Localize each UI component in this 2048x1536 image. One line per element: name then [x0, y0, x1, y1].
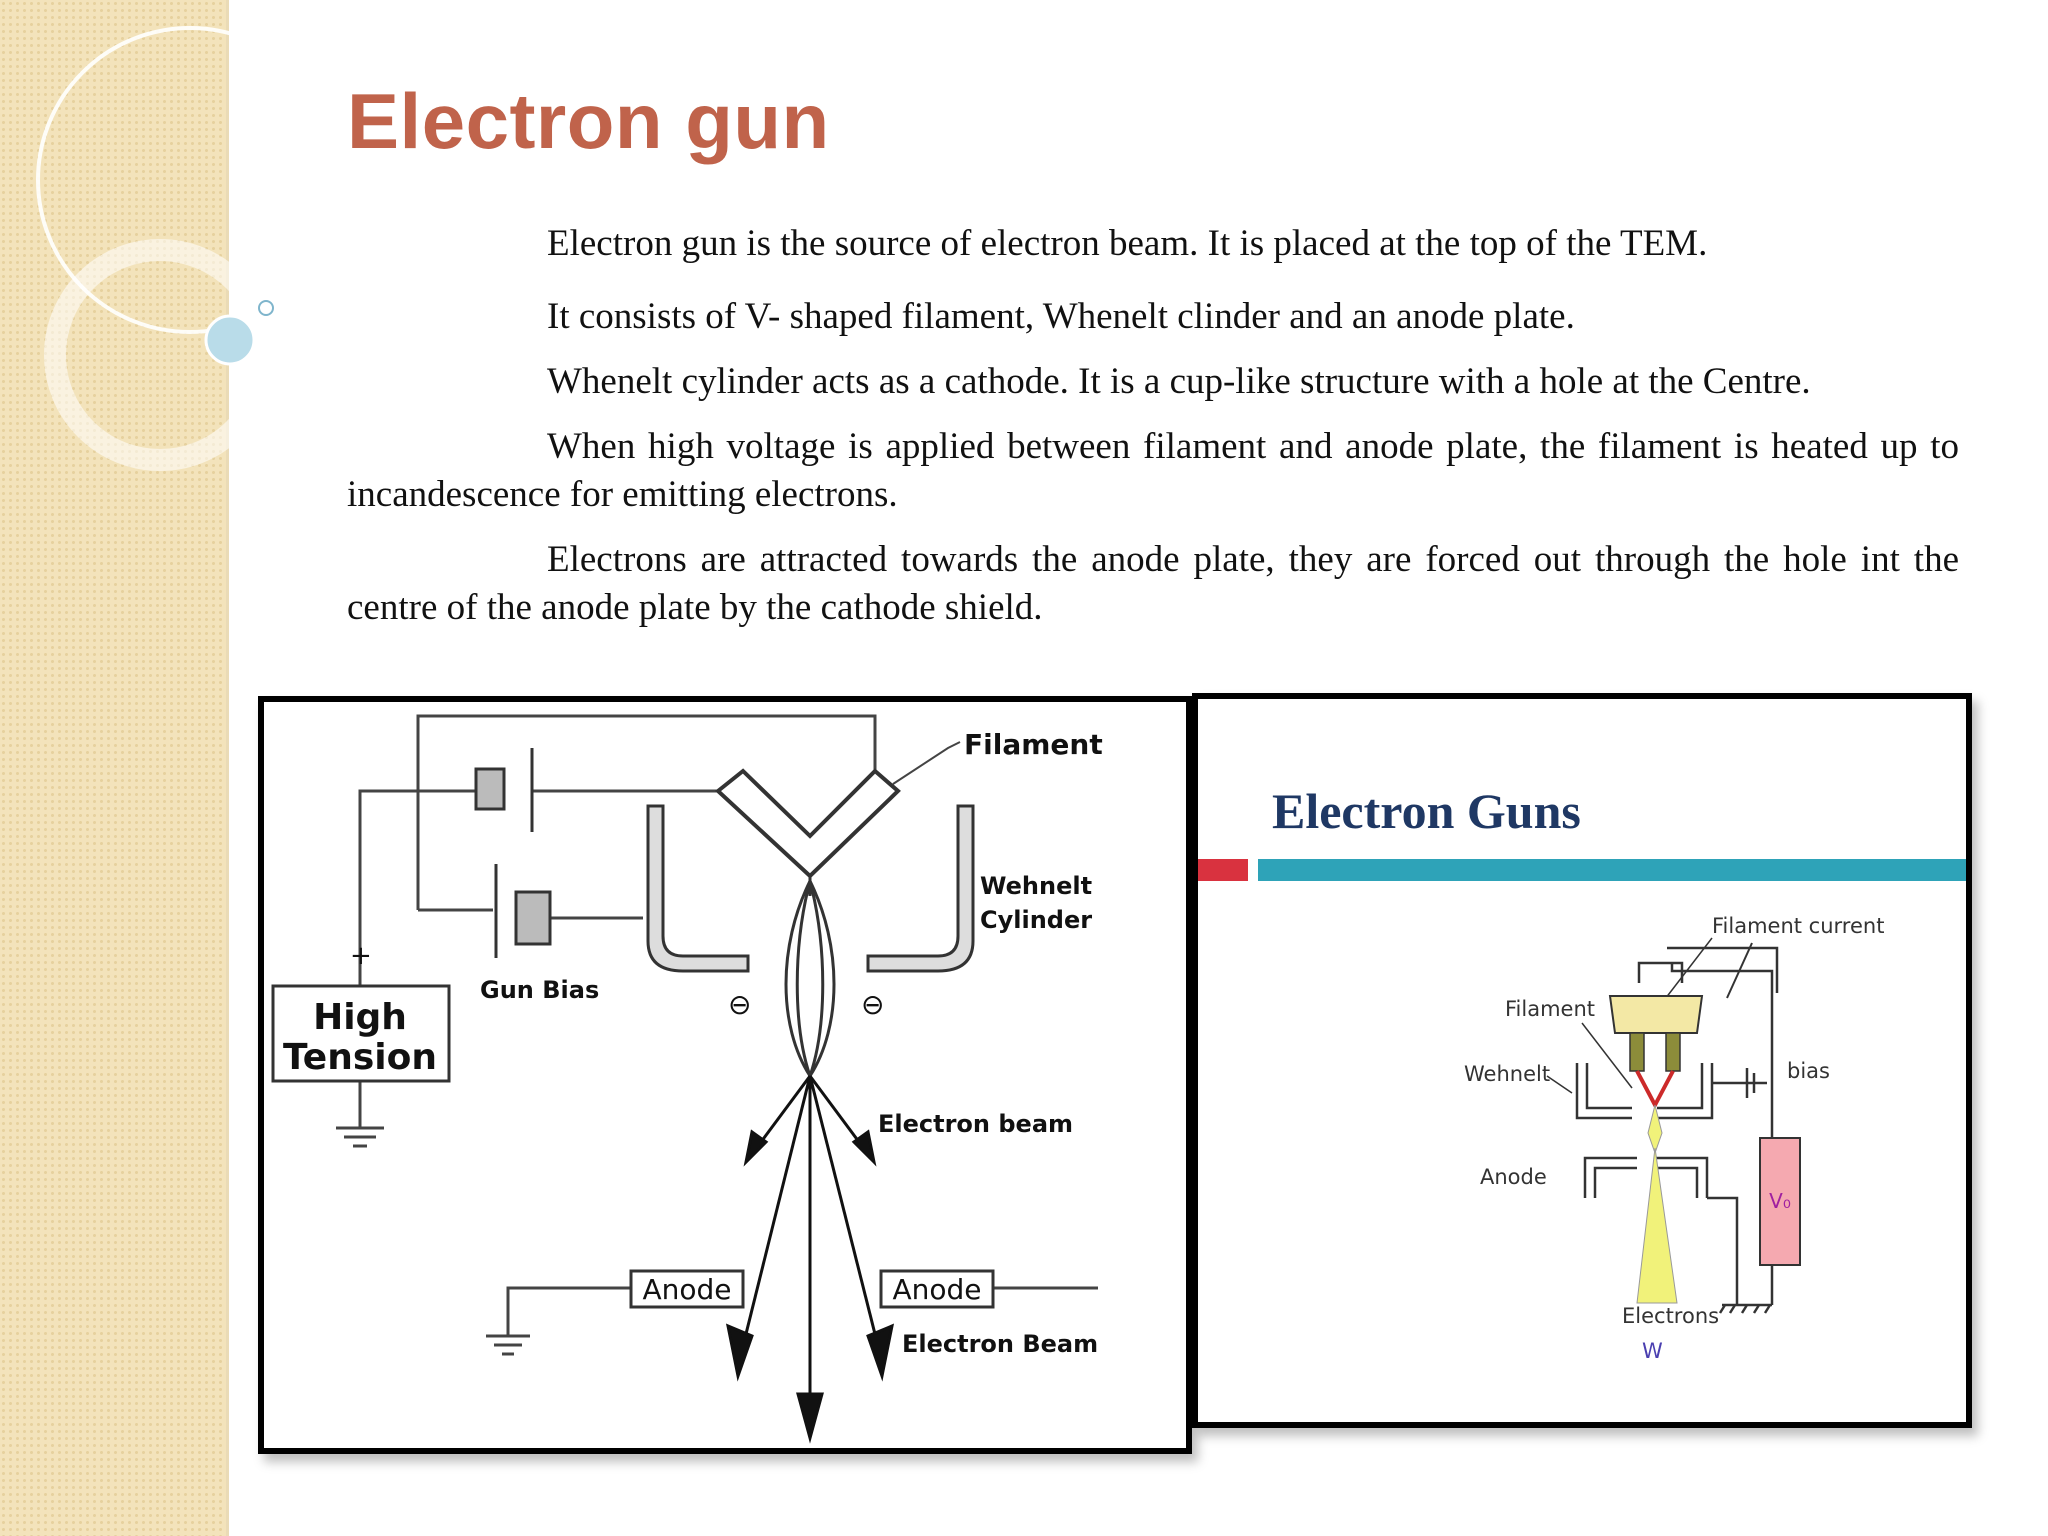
body-text: Electron gun is the source of electron b… — [347, 220, 1959, 632]
wehnelt-right — [1657, 1063, 1714, 1120]
filament-leader-right — [1581, 1022, 1633, 1089]
electron-cone — [1636, 1147, 1678, 1304]
anode-left-label: Anode — [642, 1273, 731, 1306]
anode-label-right: Anode — [1480, 1165, 1547, 1189]
minus-left-symbol: ⊖ — [728, 988, 751, 1021]
filament-label: Filament — [964, 728, 1103, 761]
anode-ground-wire — [506, 1286, 631, 1336]
filament-post-left — [1629, 1032, 1645, 1072]
anode-right-plate — [1654, 1156, 1709, 1198]
high-tension-box — [271, 984, 451, 1083]
right-figure-frame — [1192, 693, 1972, 1428]
bias-capacitor-top — [474, 767, 506, 811]
filament-leader — [892, 741, 961, 785]
bias-label: bias — [1787, 1059, 1830, 1083]
cylinder-label: Cylinder — [980, 906, 1092, 934]
teal-accent-bar — [1258, 859, 1966, 881]
current-loop-wire — [1670, 963, 1774, 1163]
wehnelt-left — [1575, 1063, 1632, 1120]
filament-housing — [1608, 995, 1704, 1034]
v0-supply — [1759, 1137, 1801, 1266]
w-label: W — [1642, 1339, 1663, 1363]
red-accent-bar — [1198, 859, 1248, 881]
wehnelt-label-right: Wehnelt — [1464, 1062, 1550, 1086]
wehnelt-cup-right — [866, 804, 975, 973]
high-tension-lead — [358, 789, 480, 986]
right-electron-guns-diagram: Electron Guns Filament current Filament … — [1192, 693, 1972, 1428]
filament-current-label: Filament current — [1712, 914, 1884, 938]
plus-sign: + — [350, 941, 372, 971]
electron-beam-rays — [725, 1075, 895, 1444]
paragraph-2: It consists of V- shaped filament, Whene… — [547, 296, 1575, 337]
tension-label: Tension — [283, 1037, 437, 1078]
filament-top-wire — [1637, 961, 1684, 983]
slide-title: Electron gun — [347, 77, 830, 165]
v0-label: V₀ — [1769, 1189, 1791, 1213]
anode-right-label: Anode — [892, 1273, 981, 1306]
anode-left-box — [629, 1269, 745, 1309]
blue-bubble — [204, 314, 256, 366]
filament-label-right: Filament — [1505, 997, 1595, 1021]
electron-beam-upper-label: Electron beam — [878, 1110, 1073, 1138]
paragraph-4: When high voltage is applied between fil… — [347, 426, 1959, 515]
gun-bias-label: Gun Bias — [480, 976, 599, 1004]
filament-current-leader — [1661, 937, 1713, 1004]
high-label: High — [313, 997, 407, 1038]
beam-crossover — [784, 880, 836, 1077]
filament-post-right — [1665, 1032, 1681, 1072]
paragraph-3: Whenelt cylinder acts as a cathode. It i… — [547, 361, 1811, 402]
sidebar-edge — [226, 0, 229, 1536]
paragraph-1: Electron gun is the source of electron b… — [547, 223, 1708, 264]
left-figure-frame — [258, 696, 1192, 1454]
thick-ring — [44, 239, 276, 471]
anode-ground-lead — [1707, 1196, 1739, 1305]
gun-bias-battery — [514, 890, 552, 946]
small-bubble — [258, 300, 274, 316]
anode-right-box — [879, 1269, 995, 1309]
electrons-label: Electrons — [1622, 1304, 1719, 1328]
electron-guns-title: Electron Guns — [1272, 783, 1581, 839]
electron-beam-lower-label: Electron Beam — [902, 1330, 1098, 1358]
minus-right-symbol: ⊖ — [861, 988, 884, 1021]
paragraph-5: Electrons are attracted towards the anod… — [347, 539, 1959, 628]
decorative-rings — [36, 26, 300, 471]
filament-loop-wire — [416, 714, 877, 910]
left-electron-gun-diagram: High Tension + Gun Bias Filament Wehnelt… — [258, 696, 1192, 1454]
large-ring — [36, 26, 300, 334]
wehnelt-cup-left — [646, 804, 750, 973]
wehnelt-label: Wehnelt — [980, 872, 1092, 900]
anode-left-plate — [1583, 1156, 1637, 1198]
